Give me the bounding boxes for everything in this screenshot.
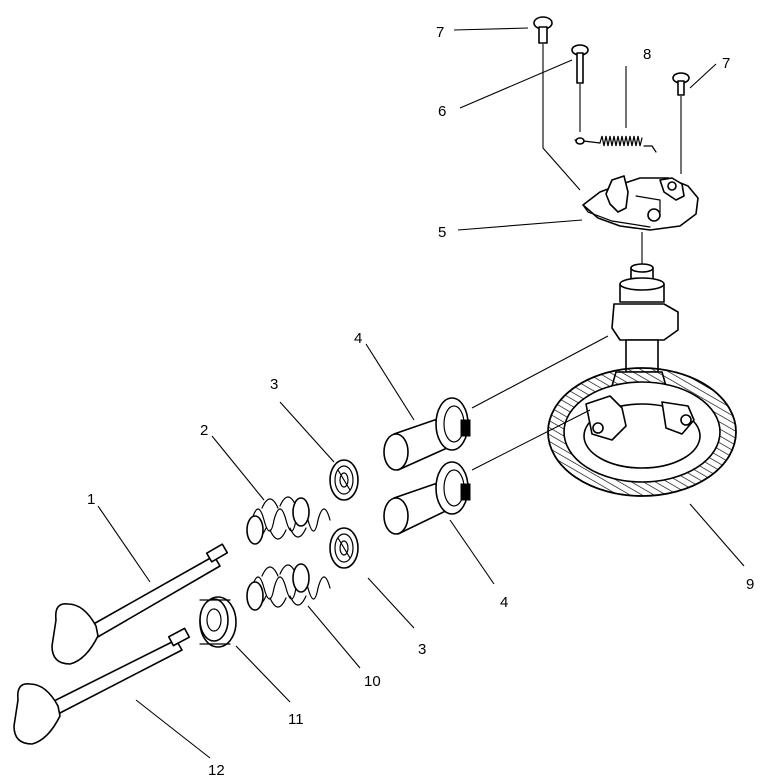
valve-12 — [13, 627, 191, 745]
callout-6: 6 — [438, 103, 446, 120]
spring-retainer-3-upper — [329, 459, 359, 501]
valve-rotator-11 — [199, 596, 237, 648]
valve-1 — [51, 543, 229, 665]
callout-10: 10 — [364, 673, 381, 690]
spring-8 — [574, 135, 657, 153]
callout-2: 2 — [200, 422, 208, 439]
callout-7-upper: 7 — [436, 24, 444, 41]
callout-11: 11 — [288, 711, 304, 728]
pin-7-upper — [533, 16, 553, 44]
callout-3-upper: 3 — [270, 376, 278, 393]
valve-spring-10 — [246, 563, 331, 611]
callout-4-upper: 4 — [354, 330, 362, 347]
cam-gear-9 — [547, 367, 737, 497]
callout-9: 9 — [746, 576, 754, 593]
assembly-lines — [471, 44, 682, 471]
pin-7-right — [672, 72, 690, 96]
callout-1: 1 — [87, 491, 95, 508]
valve-lifter-4-upper — [383, 397, 471, 471]
pin-6 — [571, 44, 589, 84]
valve-lifter-4-lower — [383, 461, 471, 535]
callout-leaders — [97, 27, 745, 759]
valve-spring-2 — [246, 496, 331, 545]
callout-12: 12 — [208, 762, 225, 779]
callout-4-lower: 4 — [500, 594, 508, 611]
callout-8: 8 — [643, 46, 651, 63]
callout-3-lower: 3 — [418, 641, 426, 658]
governor-plate-5 — [582, 175, 699, 231]
callout-5: 5 — [438, 224, 446, 241]
spring-retainer-3-lower — [329, 527, 359, 569]
callout-7-right: 7 — [722, 55, 730, 72]
